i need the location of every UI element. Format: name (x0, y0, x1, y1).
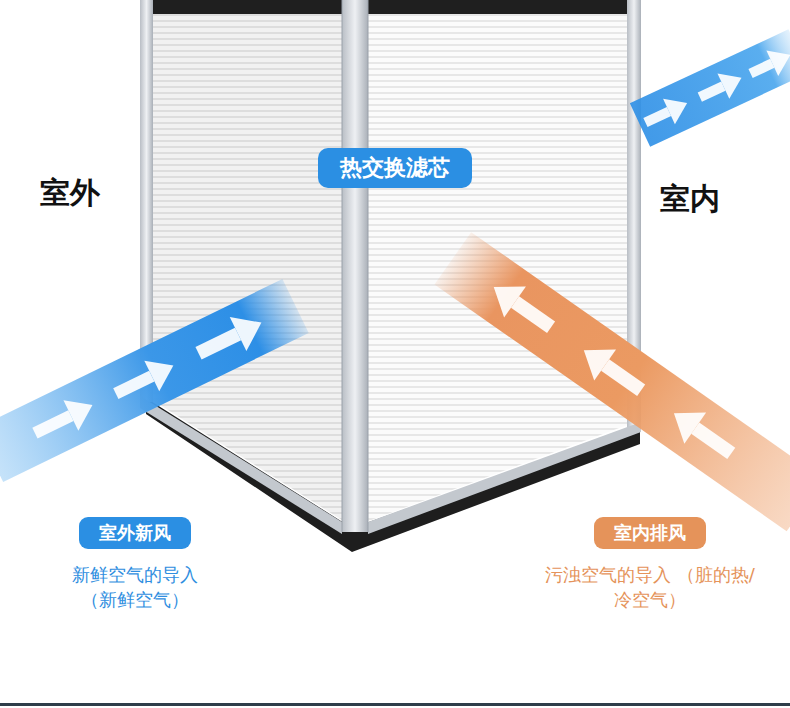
frame-bottom (140, 396, 342, 534)
air-flow-tag: 室内排风 (594, 517, 706, 549)
fresh-air-arrow (0, 279, 309, 482)
frame-line (368, 0, 369, 532)
side-label: 室内 (660, 178, 720, 220)
face-shade (152, 14, 345, 522)
frame-corner (342, 0, 368, 532)
frame-edge (140, 0, 153, 402)
side-label: 室外 (40, 172, 100, 214)
tag-text: 室内排风 (614, 521, 686, 545)
exhaust-air-arrow (434, 232, 790, 531)
filter-top (146, 0, 640, 14)
filter-left-face (152, 14, 345, 522)
flow-description: 新鲜空气的导入 （新鲜空气） (20, 562, 250, 612)
tag-text: 室外新风 (99, 521, 171, 545)
flow-description: 污浊空气的导入 （脏的热/冷空气） (535, 562, 765, 612)
tag-text: 热交换滤芯 (340, 153, 450, 183)
frame-line (342, 0, 343, 532)
fresh-air-arrow (630, 29, 790, 146)
bottom-rule (0, 703, 790, 706)
air-flow-tag: 室外新风 (79, 517, 191, 549)
component-badge: 热交换滤芯 (318, 148, 472, 188)
